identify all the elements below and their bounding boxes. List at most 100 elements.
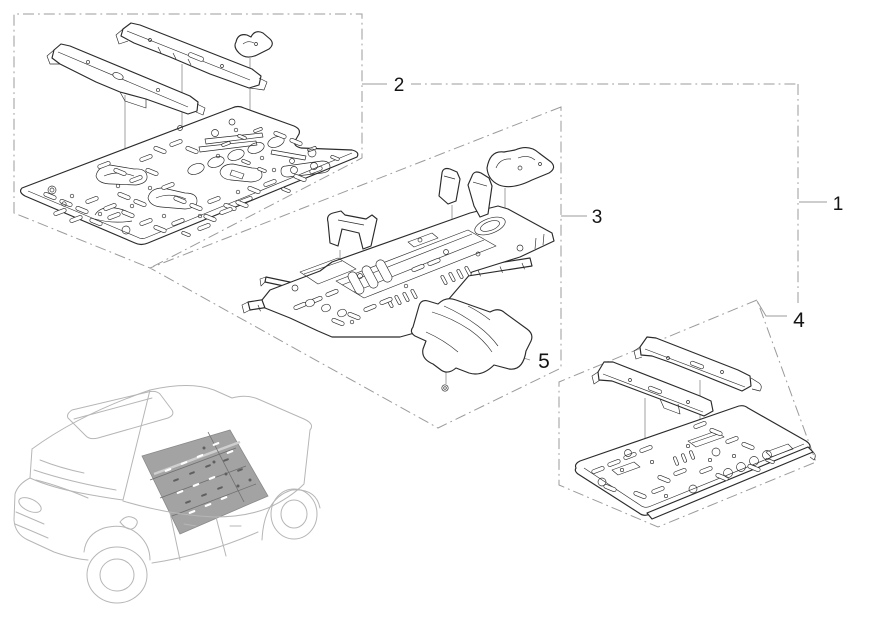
floor-bracket-e xyxy=(438,167,461,205)
floor-dot xyxy=(224,472,228,476)
panel-slot xyxy=(325,288,339,298)
part-group-rear-floor xyxy=(574,336,816,520)
panel-slot xyxy=(113,167,127,177)
heat-shield-bolt xyxy=(441,384,449,392)
panel-slot xyxy=(673,456,679,466)
floor-slot-dark xyxy=(205,464,211,468)
panel-slot xyxy=(173,195,187,205)
panel-hole xyxy=(349,319,355,325)
panel-slot xyxy=(75,205,89,215)
panel-slot xyxy=(747,463,761,473)
panel-slot xyxy=(43,191,57,201)
panel-hole xyxy=(97,211,103,217)
panel-hole xyxy=(307,148,317,158)
part-group-front-floor xyxy=(19,22,359,246)
floor-slot-dark xyxy=(223,458,229,462)
panel-hole xyxy=(49,187,55,193)
panel-hole xyxy=(147,185,153,191)
vehicle-headlight xyxy=(18,497,42,513)
panel-slot xyxy=(440,275,448,285)
vehicle-rear-wheel-arch xyxy=(261,489,321,541)
panel-slot xyxy=(263,179,277,187)
panel-slot xyxy=(673,468,687,476)
panel-slot xyxy=(207,196,221,204)
panel-hole xyxy=(749,456,759,466)
panel-slot xyxy=(139,218,153,226)
panel-slot xyxy=(689,450,695,460)
panel-slot xyxy=(347,311,361,321)
vehicle-mirror xyxy=(119,516,138,530)
callout-2-label: 2 xyxy=(394,75,405,96)
tunnel-bridge-bracket xyxy=(326,210,378,250)
panel-slot xyxy=(607,459,621,467)
panel-slot xyxy=(169,139,183,147)
floor-slot-dark xyxy=(237,468,243,472)
panel-hole xyxy=(403,283,409,289)
panel-slot xyxy=(139,154,153,162)
panel-slot xyxy=(53,208,67,216)
panel-hole xyxy=(61,201,67,207)
callout-labels: 1 2 3 4 5 xyxy=(387,73,843,373)
panel-hole xyxy=(688,484,698,494)
rear-floor-panel-details xyxy=(591,421,775,500)
panel-slot xyxy=(456,269,464,279)
vehicle-front-face xyxy=(13,477,89,561)
floor-dot xyxy=(236,484,240,488)
label-4-backing xyxy=(787,308,811,329)
panel-slot xyxy=(289,137,303,147)
floor-dot xyxy=(248,478,252,482)
panel-hole xyxy=(443,249,449,255)
center-floor-details xyxy=(291,244,524,354)
panel-slot xyxy=(699,466,713,474)
panel-slot xyxy=(330,155,340,161)
floor-crossmember-line xyxy=(171,483,257,517)
panel-slot xyxy=(651,486,665,494)
panel-slot xyxy=(85,196,99,204)
floor-tunnel-highlight xyxy=(153,440,241,476)
vehicle-sunroof xyxy=(67,390,174,440)
vehicle-d-pillar xyxy=(267,429,311,509)
rear-floor-panel xyxy=(574,405,811,516)
group-frames xyxy=(13,13,827,528)
center-floor-panel xyxy=(261,205,555,338)
vehicle-windshield xyxy=(29,389,151,501)
panel-slot xyxy=(97,161,111,169)
panel-slot xyxy=(715,472,729,482)
panel-slot xyxy=(203,213,217,223)
panel-slot xyxy=(273,130,287,140)
callout-3-label: 3 xyxy=(592,207,603,228)
panel-slot xyxy=(394,295,402,305)
panel-slot xyxy=(693,421,707,429)
panel-hole xyxy=(290,166,298,174)
callout-4-stub xyxy=(756,300,787,317)
vehicle-floor-details xyxy=(149,431,257,517)
rail-hatch-tick xyxy=(521,262,525,270)
panel-slot xyxy=(253,127,263,133)
panel-hole xyxy=(289,158,295,164)
floor-slot-dark xyxy=(189,471,195,475)
panel-slot xyxy=(69,215,83,223)
panel-slot xyxy=(103,203,117,211)
floor-bracket-small xyxy=(234,31,273,58)
panel-slot xyxy=(219,207,233,215)
frame-box-4 xyxy=(558,299,817,528)
panel-hole xyxy=(233,127,239,133)
panel-slot xyxy=(235,199,249,209)
panel-slot xyxy=(89,217,103,227)
heat-shield xyxy=(410,298,533,375)
callout-4-label: 4 xyxy=(793,309,805,332)
panel-hole xyxy=(597,477,607,487)
panel-slot xyxy=(293,173,307,183)
panel-hole xyxy=(211,129,219,137)
panel-slot xyxy=(257,167,267,173)
panel-hole xyxy=(310,162,318,170)
rail-hatch-tick xyxy=(257,304,261,312)
panel-slot xyxy=(181,231,191,237)
panel-slot xyxy=(121,209,135,219)
panel-hole xyxy=(619,467,625,473)
vehicle-floor-highlight xyxy=(141,429,269,535)
floor-slot-dark xyxy=(185,500,191,504)
floor-slot-light xyxy=(196,454,204,458)
panel-slot xyxy=(107,212,121,220)
